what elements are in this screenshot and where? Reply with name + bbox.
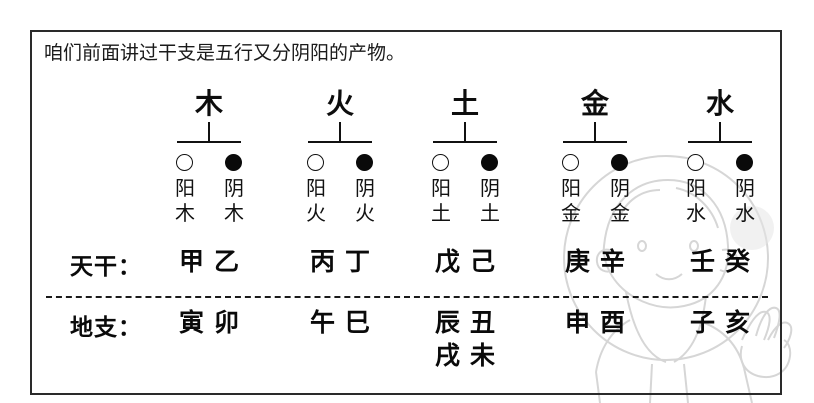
earthly-branches-row-extra: 戌未: [30, 340, 782, 380]
yin-label-water: 阴 水: [735, 176, 755, 225]
polarity-labels-wood: 阳 木 阴 木: [144, 176, 274, 236]
branches-cell-water: 子亥: [689, 308, 751, 337]
section-divider: [46, 296, 768, 298]
branches-cell-earth: 辰丑: [434, 308, 496, 337]
polarity-labels-metal: 阳 金 阴 金: [530, 176, 660, 236]
branches-cell-metal: 申酉: [564, 308, 626, 337]
yang-label-earth: 阳 土: [431, 176, 451, 225]
filled-circle-icon: [481, 154, 498, 171]
stems-cell-metal: 庚辛: [564, 247, 626, 276]
element-column-fire: 火 阳 火 阴 火: [275, 88, 405, 236]
polarity-markers-fire: [275, 154, 405, 176]
connector-bar-icon: [177, 141, 241, 143]
polarity-markers-metal: [530, 154, 660, 176]
stems-cell-wood: 甲乙: [178, 247, 240, 276]
filled-circle-icon: [225, 154, 242, 171]
stems-cell-water: 壬癸: [689, 247, 751, 276]
filled-circle-icon: [611, 154, 628, 171]
polarity-markers-water: [655, 154, 785, 176]
stems-cell-fire: 丙丁: [309, 247, 371, 276]
earthly-branches-row-label: 地支：: [70, 315, 142, 341]
connector-stem-icon: [719, 122, 721, 142]
connector-stem-icon: [594, 122, 596, 142]
connector-bar-icon: [688, 141, 752, 143]
connector-earth: [400, 122, 530, 154]
filled-circle-icon: [736, 154, 753, 171]
connector-bar-icon: [563, 141, 627, 143]
hollow-circle-icon: [176, 154, 193, 171]
connector-wood: [144, 122, 274, 154]
element-name-fire: 火: [325, 87, 354, 120]
yin-label-fire: 阴 火: [355, 176, 375, 225]
element-name-metal: 金: [580, 87, 609, 120]
polarity-labels-water: 阳 水 阴 水: [655, 176, 785, 236]
branches-cell-earth-extra: 戌未: [434, 341, 496, 370]
hollow-circle-icon: [687, 154, 704, 171]
page-title: 咱们前面讲过干支是五行又分阴阳的产物。: [44, 42, 406, 64]
element-name-wood: 木: [194, 87, 223, 120]
polarity-markers-earth: [400, 154, 530, 176]
connector-stem-icon: [464, 122, 466, 142]
branches-cell-fire: 午巳: [309, 308, 371, 337]
stems-cell-earth: 戊己: [434, 247, 496, 276]
connector-water: [655, 122, 785, 154]
connector-fire: [275, 122, 405, 154]
element-column-wood: 木 阳 木 阴 木: [144, 88, 274, 236]
connector-bar-icon: [308, 141, 372, 143]
hollow-circle-icon: [432, 154, 449, 171]
heavenly-stems-row: 甲乙 丙丁 戊己 庚辛 壬癸: [30, 246, 782, 286]
yang-label-wood: 阳 木: [175, 176, 195, 225]
hollow-circle-icon: [562, 154, 579, 171]
heavenly-stems-row-label: 天干：: [70, 254, 142, 280]
filled-circle-icon: [356, 154, 373, 171]
five-elements-group: 木 阳 木 阴 木 火: [30, 88, 782, 238]
yang-label-fire: 阳 火: [306, 176, 326, 225]
yang-label-metal: 阳 金: [561, 176, 581, 225]
element-column-metal: 金 阳 金 阴 金: [530, 88, 660, 236]
connector-metal: [530, 122, 660, 154]
polarity-labels-fire: 阳 火 阴 火: [275, 176, 405, 236]
content-panel: [30, 30, 782, 395]
polarity-labels-earth: 阳 土 阴 土: [400, 176, 530, 236]
branches-cell-wood: 寅卯: [178, 308, 240, 337]
connector-stem-icon: [339, 122, 341, 142]
element-name-earth: 土: [450, 87, 479, 120]
element-column-water: 水 阳 水 阴 水: [655, 88, 785, 236]
hollow-circle-icon: [307, 154, 324, 171]
yin-label-metal: 阴 金: [610, 176, 630, 225]
yin-label-earth: 阴 土: [480, 176, 500, 225]
yang-label-water: 阳 水: [686, 176, 706, 225]
element-name-water: 水: [705, 87, 734, 120]
yin-label-wood: 阴 木: [224, 176, 244, 225]
connector-bar-icon: [433, 141, 497, 143]
element-column-earth: 土 阳 土 阴 土: [400, 88, 530, 236]
polarity-markers-wood: [144, 154, 274, 176]
connector-stem-icon: [208, 122, 210, 142]
